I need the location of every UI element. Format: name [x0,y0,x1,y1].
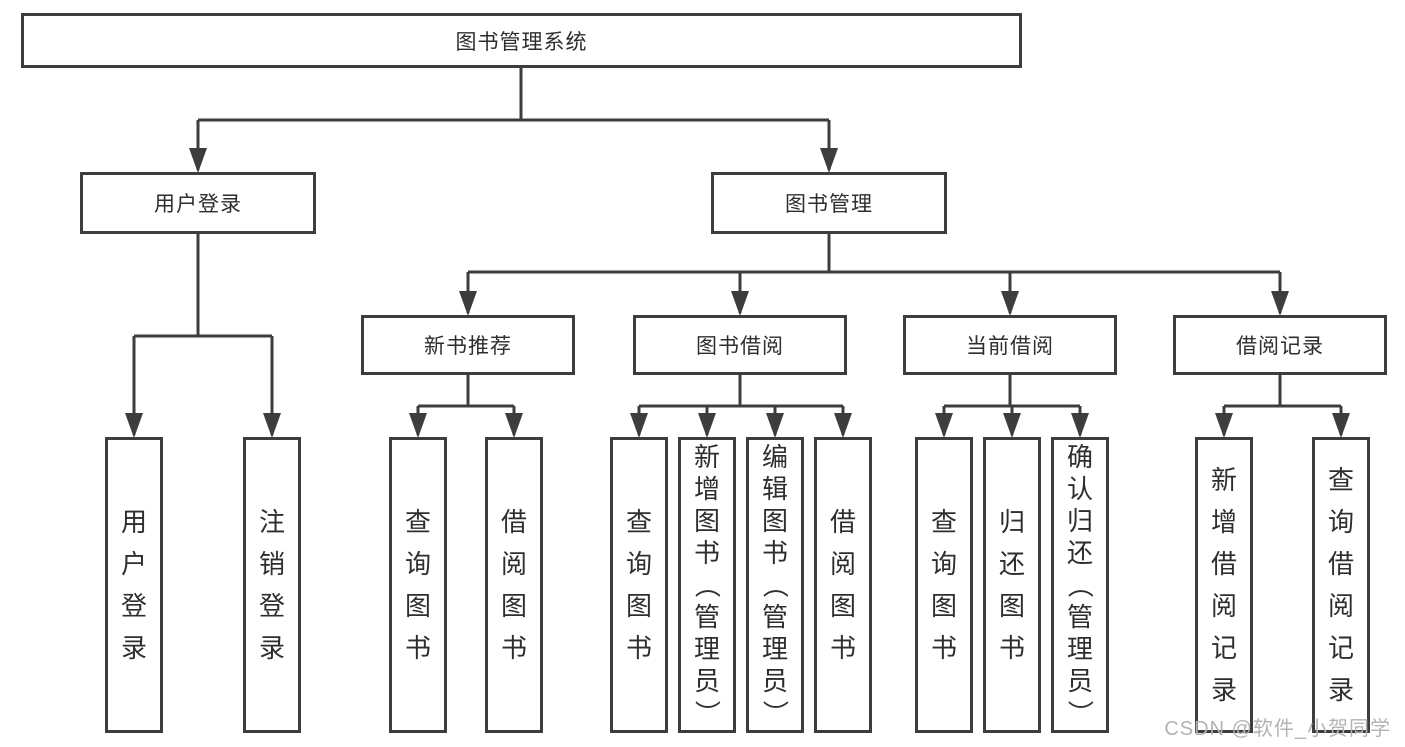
leaf-borrow-books: 借阅图书 [814,437,872,733]
leaf-borrow-books-rec-label: 借阅图书 [500,507,527,663]
leaf-confirm-return-admin-label: 确认归还（管理员） [1065,442,1095,726]
leaf-add-borrow-record-label: 新增借阅记录 [1210,465,1237,705]
leaf-edit-books-admin-label: 编辑图书（管理员） [760,442,790,726]
connector-borrow [637,375,845,435]
leaf-edit-books-admin: 编辑图书（管理员） [746,437,804,733]
node-book-borrow-label: 图书借阅 [696,335,784,358]
leaf-query-books-current-label: 查询图书 [930,507,957,663]
leaf-add-borrow-record: 新增借阅记录 [1195,437,1253,733]
node-user-login: 用户登录 [80,172,316,234]
node-root-label: 图书管理系统 [455,30,588,54]
connector-new-rec [416,375,516,435]
leaf-query-books-rec-label: 查询图书 [404,507,431,663]
leaf-add-books-admin-label: 新增图书（管理员） [692,442,722,726]
node-current-borrow: 当前借阅 [903,315,1117,375]
leaf-confirm-return-admin: 确认归还（管理员） [1051,437,1109,733]
leaf-borrow-books-label: 借阅图书 [829,507,856,663]
node-borrow-records-label: 借阅记录 [1236,335,1324,358]
leaf-user-login-label: 用户登录 [120,507,147,663]
arrowheads [125,148,1350,438]
leaf-return-books: 归还图书 [983,437,1041,733]
node-book-borrow: 图书借阅 [633,315,847,375]
connector-root [196,68,831,170]
leaf-query-borrow-record: 查询借阅记录 [1312,437,1370,733]
connector-records [1222,375,1343,435]
csdn-watermark: CSDN @软件_小贺同学 [1164,718,1391,740]
node-user-login-label: 用户登录 [154,193,242,216]
leaf-query-books-borrow-label: 查询图书 [625,507,652,663]
leaf-query-borrow-record-label: 查询借阅记录 [1327,465,1354,705]
node-current-borrow-label: 当前借阅 [966,335,1054,358]
node-book-mgmt-label: 图书管理 [785,193,873,216]
node-new-book-rec-label: 新书推荐 [424,335,512,358]
leaf-user-login: 用户登录 [105,437,163,733]
node-borrow-records: 借阅记录 [1173,315,1387,375]
connector-user-login [132,234,274,435]
leaf-query-books-borrow: 查询图书 [610,437,668,733]
node-root: 图书管理系统 [21,13,1022,68]
leaf-logout: 注销登录 [243,437,301,733]
leaf-logout-label: 注销登录 [258,507,285,663]
node-book-mgmt: 图书管理 [711,172,947,234]
connector-book-mgmt [466,234,1282,313]
leaf-query-books-current: 查询图书 [915,437,973,733]
leaf-query-books-rec: 查询图书 [389,437,447,733]
leaf-borrow-books-rec: 借阅图书 [485,437,543,733]
node-new-book-rec: 新书推荐 [361,315,575,375]
leaf-return-books-label: 归还图书 [998,507,1025,663]
leaf-add-books-admin: 新增图书（管理员） [678,437,736,733]
